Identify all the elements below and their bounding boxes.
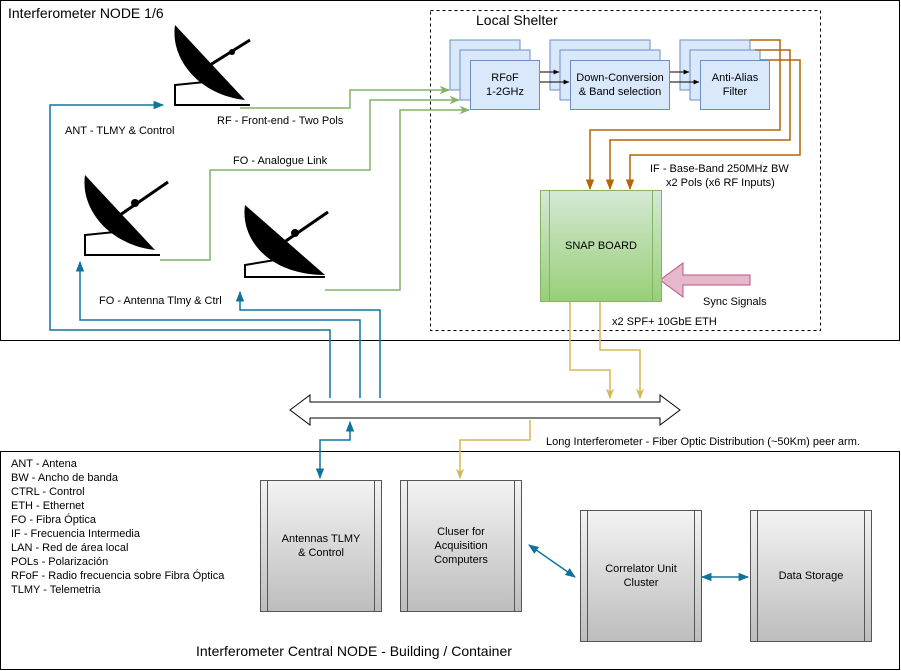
acquisition-cluster-block: Cluser for Acquisition Computers [400,480,522,612]
legend-item: CTRL - Control [11,486,85,498]
snap-board-block: SNAP BOARD [540,190,662,302]
fo-analogue-label: FO - Analogue Link [233,155,328,167]
legend-item: POLs - Polarización [11,556,109,568]
central-node-container [0,451,900,670]
ant-tlmy-label: ANT - TLMY & Control [65,125,175,137]
fiber-backbone-arrow [289,394,681,426]
glossary-legend: ANT - Antena BW - Ancho de banda CTRL - … [11,457,224,597]
eth-links [455,300,645,480]
chain-arrows [540,69,700,85]
antennas-tlmy-block: Antennas TLMY & Control [260,480,382,612]
downconv-block: Down-Conversion & Band selection [570,60,670,110]
if-baseband-label-2: x2 Pols (x6 RF Inputs) [666,177,775,189]
legend-item: BW - Ancho de banda [11,472,119,484]
if-links [585,39,801,191]
rf-frontend-label: RF - Front-end - Two Pols [217,115,344,127]
fo-antenna-label: FO - Antenna Tlmy & Ctrl [99,295,222,307]
tlmy-links [49,100,750,582]
sfp-label: x2 SPF+ 10GbE ETH [612,316,717,328]
long-interferometer-label: Long Interferometer - Fiber Optic Distri… [546,436,860,448]
legend-item: ANT - Antena [11,458,77,470]
rf-links [160,85,471,291]
dish-antenna-2-icon [84,175,169,256]
dish-antenna-1-icon [174,25,251,106]
node-container [0,0,900,341]
sync-signals-label: Sync Signals [703,296,767,308]
legend-item: TLMY - Telemetria [11,584,101,596]
legend-item: RFoF - Radio frecuencia sobre Fibra Ópti… [11,570,225,582]
legend-item: ETH - Ethernet [11,500,85,512]
data-storage-block: Data Storage [750,510,872,642]
legend-item: FO - Fibra Óptica [11,514,96,526]
rfof-block: RFoF 1-2GHz [470,60,540,110]
node-title: Interferometer NODE 1/6 [8,5,164,21]
shelter-title: Local Shelter [476,12,558,28]
legend-item: IF - Frecuencia Intermedia [11,528,140,540]
legend-item: LAN - Red de área local [11,542,129,554]
antialias-block: Anti-Alias Filter [700,60,770,110]
central-node-title: Interferometer Central NODE - Building /… [196,643,512,659]
if-baseband-label-1: IF - Base-Band 250MHz BW [650,163,789,175]
local-shelter-container [430,10,821,331]
sync-arrow-icon [659,262,751,298]
correlator-block: Correlator Unit Cluster [580,510,702,642]
dish-antenna-3-icon [244,205,329,278]
